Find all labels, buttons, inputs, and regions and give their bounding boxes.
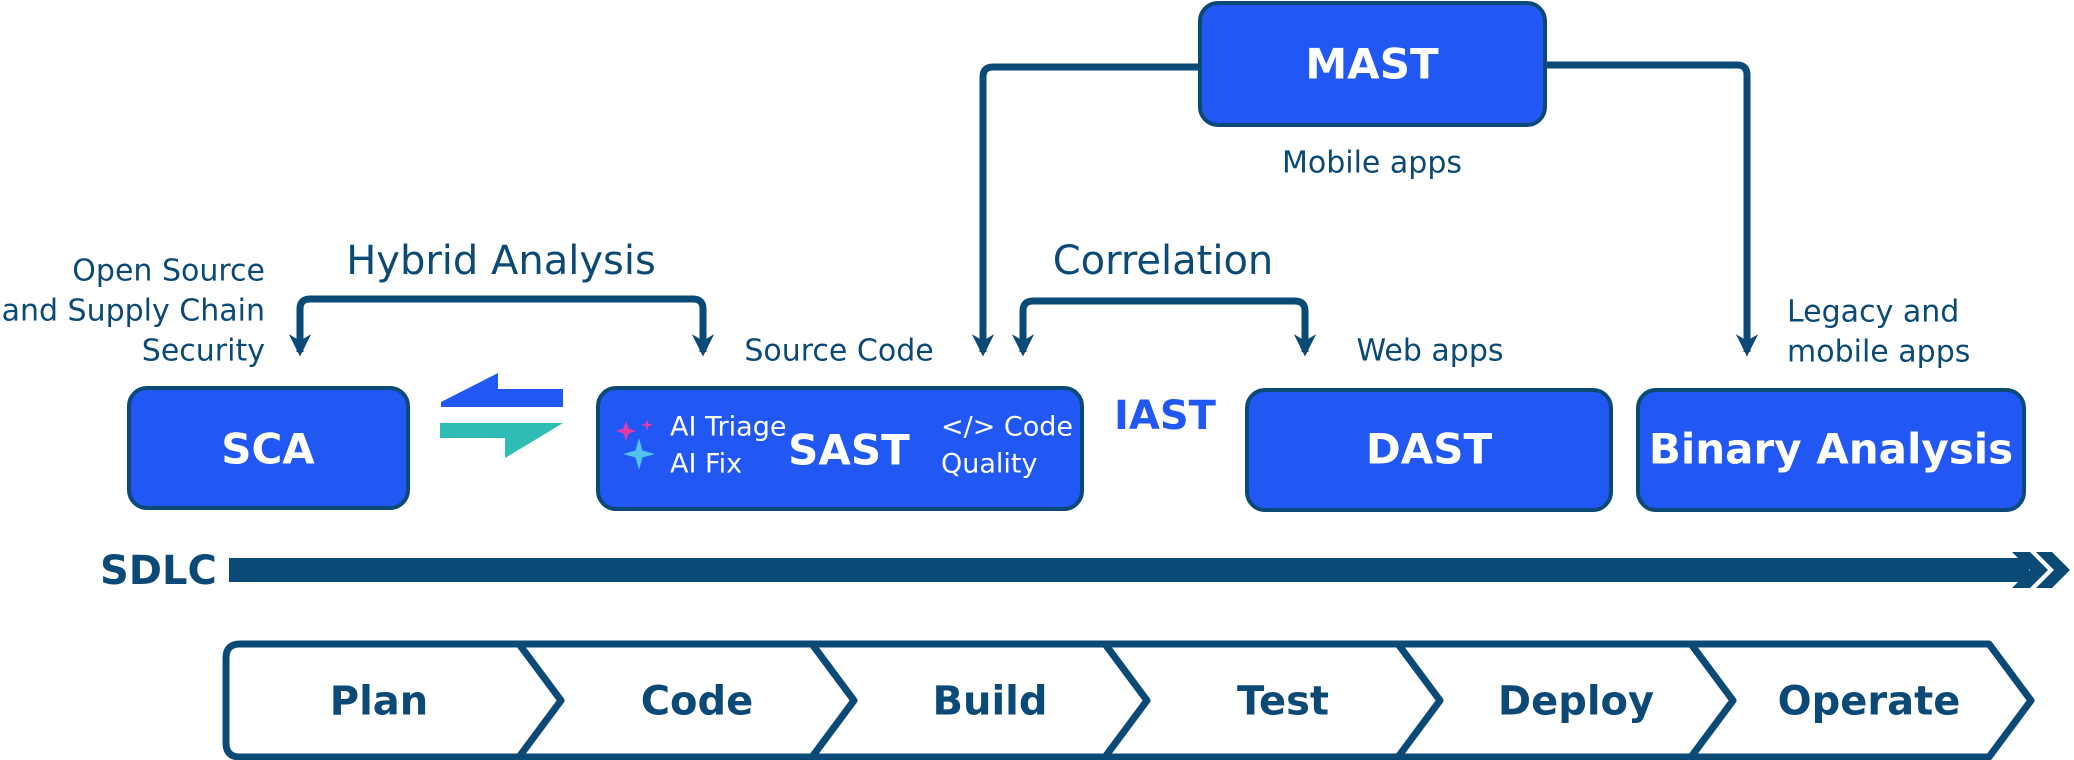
swap-arrows-icon bbox=[440, 373, 563, 458]
legacy-label: Legacy and mobile apps bbox=[1787, 295, 1970, 370]
phase-label: Operate bbox=[1778, 679, 1961, 725]
sparkle-icon bbox=[616, 419, 655, 470]
phase-test: Test bbox=[1101, 640, 1449, 760]
phase-deploy: Deploy bbox=[1394, 640, 1742, 760]
phase-label: Deploy bbox=[1498, 679, 1654, 725]
phase-label: Plan bbox=[330, 679, 429, 725]
binary-analysis-box: Binary Analysis bbox=[1636, 388, 2026, 512]
legacy-line-2: mobile apps bbox=[1787, 335, 1970, 370]
sca-label: SCA bbox=[221, 425, 315, 474]
sca-box: SCA bbox=[127, 386, 410, 510]
source-code-label: Source Code bbox=[744, 334, 933, 369]
sdlc-timeline-bar bbox=[229, 558, 2029, 582]
phase-label: Test bbox=[1237, 679, 1329, 725]
open-source-line-2: and Supply Chain bbox=[2, 294, 265, 329]
phase-chevron bbox=[222, 640, 570, 760]
phase-operate: Operate bbox=[1687, 640, 2035, 760]
binary-analysis-label: Binary Analysis bbox=[1649, 425, 2013, 474]
connector-arrows bbox=[288, 61, 1759, 357]
mast-label: MAST bbox=[1305, 40, 1439, 89]
code-quality-line-1: </> Code bbox=[941, 412, 1073, 443]
open-source-label: Open Source and Supply Chain Security bbox=[2, 254, 265, 369]
phase-build: Build bbox=[808, 640, 1156, 760]
ai-triage-label: AI Triage bbox=[670, 412, 786, 443]
web-apps-label: Web apps bbox=[1356, 334, 1503, 369]
dast-box: DAST bbox=[1245, 388, 1613, 512]
phase-label: Code bbox=[641, 679, 754, 725]
hybrid-analysis-arrow bbox=[288, 295, 715, 357]
open-source-line-1: Open Source bbox=[72, 254, 265, 289]
mast-to-binary-arrow bbox=[1545, 61, 1759, 357]
hybrid-analysis-label: Hybrid Analysis bbox=[346, 238, 656, 284]
mobile-apps-label: Mobile apps bbox=[1282, 146, 1462, 181]
mast-box: MAST bbox=[1198, 1, 1547, 127]
double-chevron-right-icon bbox=[2012, 552, 2070, 588]
iast-label: IAST bbox=[1114, 393, 1217, 439]
sdlc-phases: Plan Code Build Test Deploy Operate bbox=[222, 640, 2035, 760]
correlation-arrow bbox=[1011, 297, 1317, 357]
sast-box: AI Triage AI Fix SAST </> Code Quality bbox=[596, 386, 1084, 511]
mast-to-source-code-arrow bbox=[971, 63, 1200, 357]
phase-plan: Plan bbox=[222, 640, 570, 760]
sdlc-label: SDLC bbox=[100, 548, 217, 594]
open-source-line-3: Security bbox=[142, 334, 265, 369]
code-quality-line-2: Quality bbox=[941, 449, 1037, 480]
ai-fix-label: AI Fix bbox=[670, 449, 742, 480]
correlation-label: Correlation bbox=[1053, 238, 1274, 284]
sast-label: SAST bbox=[788, 426, 910, 475]
phase-code: Code bbox=[515, 640, 863, 760]
phase-chevron bbox=[1687, 640, 2035, 760]
dast-label: DAST bbox=[1366, 425, 1493, 474]
phase-label: Build bbox=[932, 679, 1047, 725]
legacy-line-1: Legacy and bbox=[1787, 295, 1959, 330]
